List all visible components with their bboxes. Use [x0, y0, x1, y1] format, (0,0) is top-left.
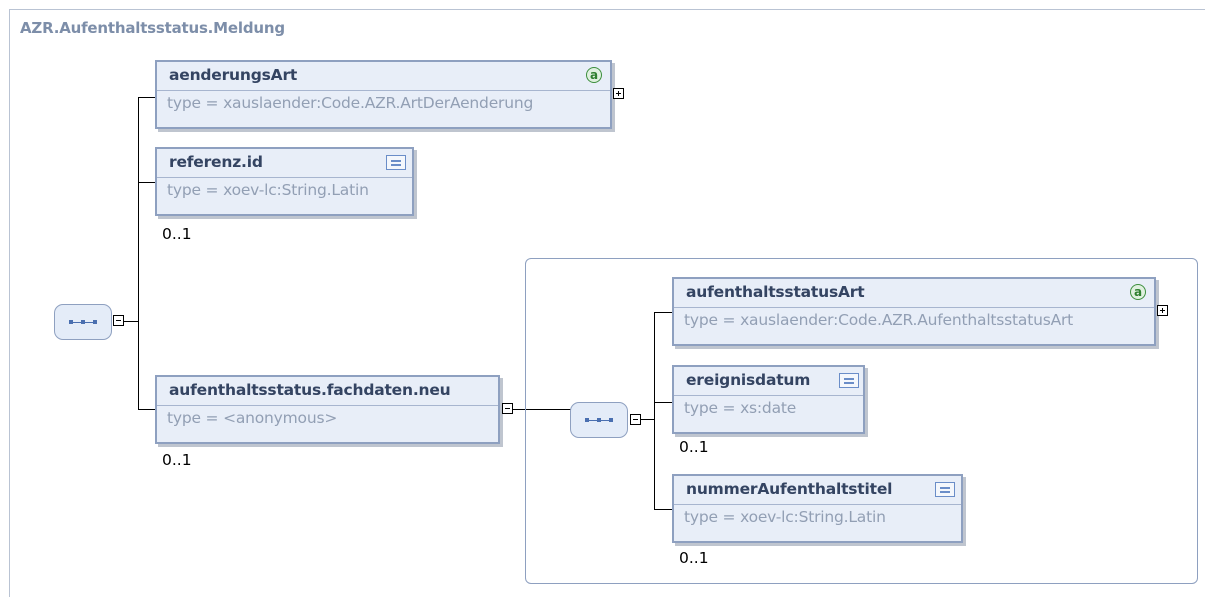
collapse-minus-icon[interactable]	[630, 414, 641, 425]
element-name: nummerAufenthaltstitel	[686, 480, 893, 498]
attribute-a-icon: a	[1130, 284, 1146, 300]
collapse-minus-icon[interactable]	[113, 315, 124, 326]
cardinality-label: 0..1	[679, 438, 709, 456]
connector-line	[654, 509, 673, 510]
cardinality-label: 0..1	[162, 451, 192, 469]
element-name: referenz.id	[169, 153, 263, 171]
connector-line	[138, 409, 157, 410]
anonymous-type-group	[525, 258, 1198, 584]
expand-plus-icon[interactable]	[613, 88, 624, 99]
sequence-icon	[585, 418, 613, 422]
root-element-title: AZR.Aufenthaltsstatus.Meldung	[20, 19, 285, 37]
element-name: aufenthaltsstatus.fachdaten.neu	[169, 381, 451, 399]
element-nummerAufenthaltstitel[interactable]: nummerAufenthaltstitel type = xoev-lc:St…	[672, 474, 963, 543]
element-aenderungsArt[interactable]: aenderungsArt a type = xauslaender:Code.…	[155, 60, 612, 129]
diagram-frame	[9, 9, 1205, 597]
element-type: type = xauslaender:Code.AZR.Aufenthaltss…	[684, 311, 1074, 329]
connector-line	[138, 182, 157, 183]
element-name: aenderungsArt	[169, 66, 298, 84]
element-type: type = xs:date	[684, 399, 797, 417]
collapse-minus-icon[interactable]	[502, 403, 513, 414]
attribute-a-icon: a	[586, 67, 602, 83]
element-type: type = xauslaender:Code.AZR.ArtDerAender…	[167, 94, 534, 112]
cardinality-label: 0..1	[162, 225, 192, 243]
connector-line	[641, 419, 654, 420]
element-aufenthaltsstatus-fachdaten-neu[interactable]: aufenthaltsstatus.fachdaten.neu type = <…	[155, 375, 500, 444]
element-name: aufenthaltsstatusArt	[686, 283, 865, 301]
element-aufenthaltsstatusArt[interactable]: aufenthaltsstatusArt a type = xauslaende…	[672, 277, 1156, 346]
element-type: type = xoev-lc:String.Latin	[684, 508, 886, 526]
sequence-compositor[interactable]	[570, 402, 628, 438]
sequence-compositor[interactable]	[54, 304, 112, 340]
sequence-icon	[69, 320, 97, 324]
element-ereignisdatum[interactable]: ereignisdatum type = xs:date	[672, 365, 865, 434]
element-type: type = xoev-lc:String.Latin	[167, 181, 369, 199]
element-type: type = <anonymous>	[167, 409, 338, 427]
documentation-icon	[386, 155, 406, 170]
element-name: ereignisdatum	[686, 371, 811, 389]
connector-line	[138, 97, 139, 409]
connector-line	[124, 321, 138, 322]
connector-line	[138, 97, 157, 98]
documentation-icon	[935, 482, 955, 497]
element-referenz-id[interactable]: referenz.id type = xoev-lc:String.Latin	[155, 147, 414, 216]
connector-line	[654, 312, 673, 313]
expand-plus-icon[interactable]	[1157, 305, 1168, 316]
connector-line	[513, 409, 571, 410]
cardinality-label: 0..1	[679, 549, 709, 567]
documentation-icon	[839, 373, 859, 388]
connector-line	[654, 312, 655, 509]
connector-line	[654, 402, 673, 403]
